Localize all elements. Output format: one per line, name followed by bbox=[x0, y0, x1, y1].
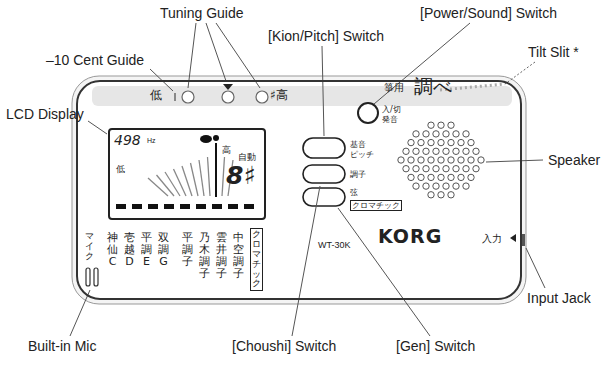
device-text: 低 bbox=[116, 164, 125, 174]
device-text: ピッチ bbox=[350, 150, 374, 159]
leader-lines bbox=[70, 23, 545, 336]
guide-led bbox=[222, 91, 234, 103]
callout-label: Tilt Slit * bbox=[528, 44, 579, 60]
device-text: 基音 bbox=[350, 140, 366, 149]
device-text: 調子 bbox=[350, 170, 366, 179]
device-text: 発音 bbox=[382, 115, 398, 124]
device-text: クロマチック bbox=[352, 201, 400, 210]
lcd-display: 498 Hz 低 高自動8♯ bbox=[108, 128, 266, 220]
callout-label: Input Jack bbox=[527, 290, 591, 306]
guide-led bbox=[182, 91, 194, 103]
housing-face bbox=[76, 80, 522, 300]
tuner-housing: 低♯高箏用調べ入/切発音基音ピッチ調子弦マイク神仙C壱越D平調E双調G平調子乃木… bbox=[76, 80, 522, 300]
speaker-grille bbox=[398, 122, 484, 198]
cent-guide-mark bbox=[174, 93, 176, 101]
guide-led bbox=[256, 91, 268, 103]
gen-switch bbox=[303, 188, 345, 206]
device-text: 壱越D bbox=[124, 232, 135, 268]
callout-label: –10 Cent Guide bbox=[46, 52, 144, 68]
device-text: Hz bbox=[147, 137, 156, 145]
power-switch bbox=[358, 103, 378, 123]
device-text: 入/切 bbox=[382, 105, 401, 114]
chromatic-box: クロマチック bbox=[250, 228, 263, 291]
lcd-dot bbox=[213, 135, 219, 141]
mic-slot bbox=[94, 268, 98, 286]
device-text: 高 bbox=[222, 145, 231, 155]
lcd-needle bbox=[215, 143, 217, 197]
callout-label: Built-in Mic bbox=[28, 338, 96, 354]
device-text: 自動 bbox=[238, 152, 256, 162]
callout-label: LCD Display bbox=[6, 106, 84, 122]
device-text: クロマチック bbox=[252, 230, 261, 289]
device-text: WT-30K bbox=[318, 240, 351, 250]
callout-label: Speaker bbox=[548, 152, 600, 168]
housing-rim bbox=[72, 76, 526, 304]
device-text: 箏用 bbox=[384, 82, 404, 94]
chromatic-box: クロマチック bbox=[350, 200, 402, 211]
lcd-meter-fan bbox=[148, 157, 233, 196]
guide-triangle bbox=[223, 84, 233, 90]
mic-slot bbox=[86, 268, 90, 286]
callout-label: Tuning Guide bbox=[160, 5, 244, 21]
input-arrow bbox=[510, 234, 516, 242]
lcd-segment-bars bbox=[116, 204, 254, 209]
device-text: マイク bbox=[85, 232, 94, 262]
device-text: 8♯ bbox=[226, 163, 256, 188]
device-text: 双調G bbox=[158, 232, 169, 268]
device-text: 乃木調子 bbox=[199, 232, 210, 280]
tilt-leader bbox=[505, 62, 535, 84]
device-text: 中空調子 bbox=[233, 232, 244, 280]
device-text: 神仙C bbox=[107, 232, 118, 268]
device-text: 平調子 bbox=[182, 232, 193, 268]
device-text: 雲井調子 bbox=[216, 232, 227, 280]
device-text: 調べ bbox=[414, 76, 452, 98]
device-text: 入力 bbox=[482, 233, 502, 245]
kion-switch bbox=[303, 138, 345, 158]
callout-label: [Choushi] Switch bbox=[232, 338, 336, 354]
device-text: ♯高 bbox=[270, 89, 288, 103]
device-text: 498 bbox=[114, 132, 141, 148]
device-text: 低 bbox=[150, 89, 162, 103]
callout-label: [Power/Sound] Switch bbox=[420, 5, 557, 21]
callout-label: [Kion/Pitch] Switch bbox=[268, 28, 384, 44]
lcd-needle-mark bbox=[200, 135, 212, 143]
device-text: 平調E bbox=[141, 232, 152, 268]
device-text: KORG bbox=[378, 226, 442, 248]
device-text: 弦 bbox=[350, 188, 358, 197]
callout-label: [Gen] Switch bbox=[396, 338, 475, 354]
choushi-switch bbox=[303, 165, 345, 183]
